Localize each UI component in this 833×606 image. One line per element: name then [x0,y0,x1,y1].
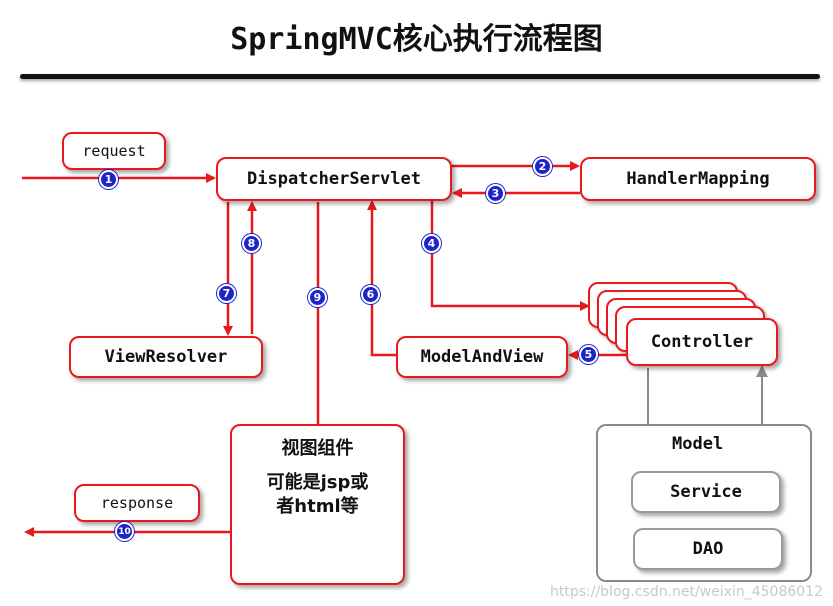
step-badge-5: 5 [579,345,598,364]
step-badge-6: 6 [361,285,380,304]
controller-box: Controller [626,318,778,366]
step-badge-9: 9 [308,288,327,307]
view-resolver-label: ViewResolver [104,347,228,367]
service-box: Service [631,471,781,513]
dispatcher-servlet-label: DispatcherServlet [247,169,421,189]
dao-label: DAO [692,539,724,559]
step-badge-1: 1 [99,170,118,189]
arrow-modelandview-to-dispatcher [367,200,396,357]
view-resolver-box: ViewResolver [69,336,263,378]
view-component-line2: 者html等 [276,496,359,517]
watermark: https://blog.csdn.net/weixin_45086012 [549,584,823,600]
model-label: Model [672,434,724,454]
service-label: Service [670,482,742,502]
page-title: SpringMVC核心执行流程图 [230,22,603,57]
request-label: request [82,142,146,160]
response-box: response [74,484,200,522]
response-label: response [100,494,174,512]
step-badge-8: 8 [242,234,261,253]
handler-mapping-label: HandlerMapping [626,169,770,189]
title-underline [20,74,820,79]
dao-box: DAO [633,528,783,570]
view-component-line1: 可能是jsp或 [266,472,369,493]
step-badge-4: 4 [422,234,441,253]
arrow-dispatcher-to-controller [430,200,590,311]
dispatcher-servlet-box: DispatcherServlet [216,157,452,201]
handler-mapping-box: HandlerMapping [580,157,816,201]
model-and-view-box: ModelAndView [396,336,568,378]
step-badge-3: 3 [486,184,505,203]
step-badge-2: 2 [533,157,552,176]
view-component-title: 视图组件 [281,438,354,459]
step-badge-10: 10 [115,522,134,541]
model-and-view-label: ModelAndView [420,347,544,367]
request-box: request [62,132,166,170]
view-component-box: 视图组件 可能是jsp或 者html等 [230,424,405,585]
controller-label: Controller [650,332,754,352]
step-badge-7: 7 [217,284,236,303]
